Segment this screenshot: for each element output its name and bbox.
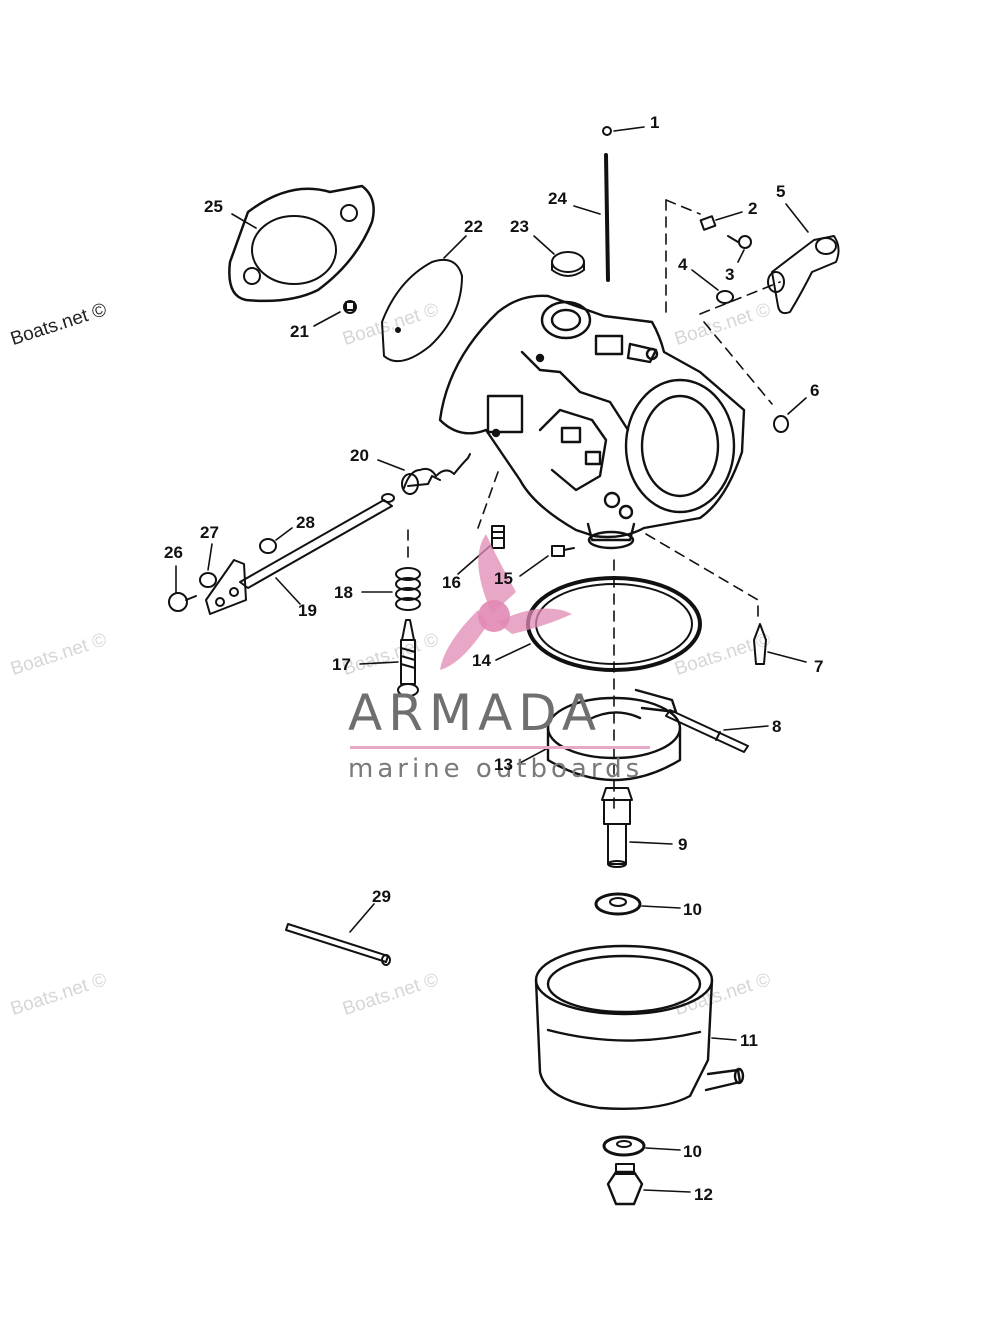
mixture-needle — [397, 619, 419, 697]
flange-gasket — [228, 184, 375, 303]
diaphragm-plate — [381, 258, 463, 363]
callout-1: 1 — [650, 113, 660, 132]
callout-14: 14 — [472, 651, 491, 670]
shaft-hardware — [168, 538, 277, 612]
brand-name: ARMADA — [348, 684, 603, 742]
callout-19: 19 — [298, 601, 317, 620]
float-pin — [665, 709, 749, 753]
callout-17: 17 — [332, 655, 351, 674]
o-ring-small — [602, 126, 612, 136]
callout-6: 6 — [810, 381, 820, 400]
long-rod — [604, 153, 610, 282]
throttle-shaft — [205, 493, 395, 615]
emulsion-tube — [601, 787, 633, 868]
callout-16: 16 — [442, 573, 461, 592]
bowl-washer-lower — [602, 1135, 646, 1157]
callout-27: 27 — [200, 523, 219, 542]
callout-9: 9 — [678, 835, 688, 854]
callout-26: 26 — [164, 543, 183, 562]
plug-small — [773, 415, 789, 433]
callout-24: 24 — [548, 189, 567, 208]
float-bowl — [534, 944, 745, 1110]
callout-28: 28 — [296, 513, 315, 532]
screw-pair — [699, 215, 752, 249]
brand-tagline: marine outboards — [348, 754, 644, 784]
callout-22: 22 — [464, 217, 483, 236]
callout-4: 4 — [678, 255, 688, 274]
callout-25: 25 — [204, 197, 223, 216]
fuel-fitting — [767, 235, 840, 315]
main-jet — [491, 525, 505, 549]
needle-spring — [395, 567, 421, 611]
callout-5: 5 — [776, 182, 786, 201]
bowl-nut — [606, 1163, 644, 1206]
carburetor-body — [438, 294, 746, 550]
callout-10-upper: 10 — [683, 900, 702, 919]
callout-20: 20 — [350, 446, 369, 465]
dashed-leaders — [407, 199, 781, 809]
callout-29: 29 — [372, 887, 391, 906]
throttle-spring — [401, 453, 471, 495]
label-leaders — [175, 126, 809, 1193]
linkage-rod — [285, 923, 391, 966]
callout-18: 18 — [334, 583, 353, 602]
callout-11: 11 — [740, 1031, 758, 1050]
callout-15: 15 — [494, 569, 513, 588]
callout-3: 3 — [725, 265, 735, 284]
callout-23: 23 — [510, 217, 529, 236]
callout-13: 13 — [494, 755, 513, 774]
callout-8: 8 — [772, 717, 782, 736]
callout-7: 7 — [814, 657, 824, 676]
callout-12: 12 — [694, 1185, 713, 1204]
small-screw — [343, 300, 357, 314]
idle-screw — [551, 545, 575, 557]
float — [546, 688, 682, 782]
callout-21: 21 — [290, 322, 309, 341]
brand-logo — [440, 534, 572, 670]
callout-10-lower: 10 — [683, 1142, 702, 1161]
brand-divider — [350, 746, 650, 749]
callout-2: 2 — [748, 199, 758, 218]
bowl-gasket — [526, 576, 702, 672]
washer-small — [716, 290, 734, 304]
welch-plug — [551, 251, 585, 277]
bowl-washer-upper — [594, 892, 642, 916]
inlet-needle — [753, 623, 767, 665]
